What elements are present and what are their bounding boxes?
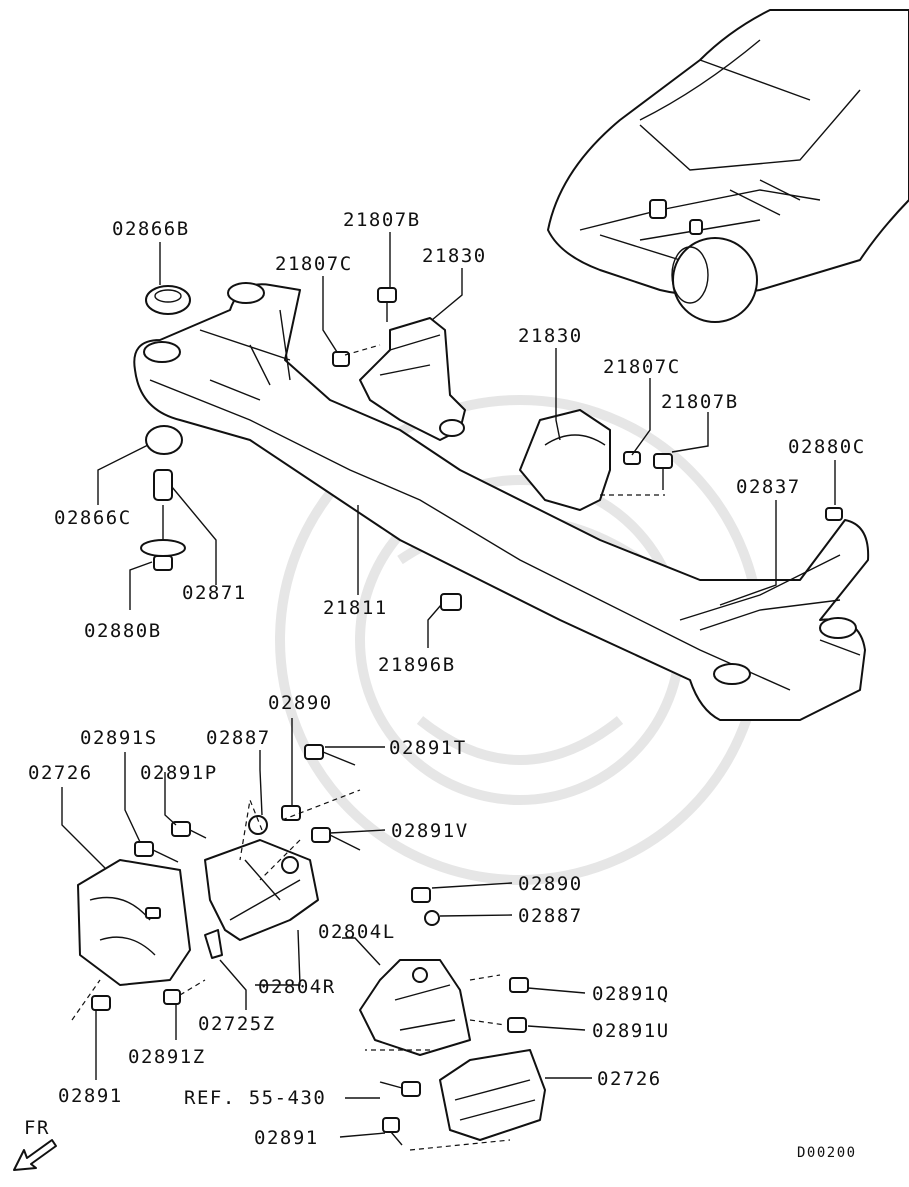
bushing-lower: [140, 425, 186, 571]
callout-02891-lower[interactable]: 02891: [254, 1127, 319, 1149]
vehicle-location-inset: [547, 9, 909, 323]
callout-02871[interactable]: 02871: [182, 582, 247, 604]
callout-02726-left[interactable]: 02726: [28, 762, 93, 784]
callout-21807B-upper[interactable]: 21807B: [343, 209, 421, 231]
callout-02891S[interactable]: 02891S: [80, 727, 158, 749]
callout-02866B[interactable]: 02866B: [112, 218, 190, 240]
callout-21830-upper[interactable]: 21830: [422, 245, 487, 267]
callout-ref-55-430[interactable]: REF. 55-430: [184, 1087, 326, 1109]
callout-02890-lower[interactable]: 02890: [518, 873, 583, 895]
bushing-upper: [145, 285, 191, 315]
bolts-lower: [91, 744, 529, 1146]
callout-21807B-right[interactable]: 21807B: [661, 391, 739, 413]
callout-02837[interactable]: 02837: [736, 476, 801, 498]
front-direction-arrow-icon: [13, 1139, 57, 1171]
callout-02891Z[interactable]: 02891Z: [128, 1046, 206, 1068]
callout-02725Z[interactable]: 02725Z: [198, 1013, 276, 1035]
callout-21807C-upper[interactable]: 21807C: [275, 253, 353, 275]
callout-02891P[interactable]: 02891P: [140, 762, 218, 784]
engine-mount-bracket-left: [359, 317, 466, 441]
insulator-right: [439, 1049, 546, 1141]
callout-02804R[interactable]: 02804R: [258, 976, 336, 998]
assembly-lines: [71, 344, 665, 1151]
engine-mount-bracket-right: [519, 409, 611, 511]
callout-21811[interactable]: 21811: [323, 597, 388, 619]
callout-21896B[interactable]: 21896B: [378, 654, 456, 676]
direction-label: FR: [24, 1117, 50, 1139]
callout-02891T[interactable]: 02891T: [389, 737, 467, 759]
leader-lines: [61, 232, 836, 1138]
insulator-left: [77, 859, 191, 986]
mount-bracket-left: [204, 839, 319, 941]
callout-02880C[interactable]: 02880C: [788, 436, 866, 458]
mount-bracket-right: [359, 959, 471, 1056]
callout-02891U[interactable]: 02891U: [592, 1020, 670, 1042]
callout-02891V[interactable]: 02891V: [391, 820, 469, 842]
callout-02726-right[interactable]: 02726: [597, 1068, 662, 1090]
callout-02891-left[interactable]: 02891: [58, 1085, 123, 1107]
callout-02880B[interactable]: 02880B: [84, 620, 162, 642]
callout-02804L[interactable]: 02804L: [318, 921, 396, 943]
callout-02866C[interactable]: 02866C: [54, 507, 132, 529]
callout-02890-upper[interactable]: 02890: [268, 692, 333, 714]
callout-21830-right[interactable]: 21830: [518, 325, 583, 347]
callout-02887-lower[interactable]: 02887: [518, 905, 583, 927]
crossmember: [133, 282, 870, 721]
callout-21807C-right[interactable]: 21807C: [603, 356, 681, 378]
bolts-upper: [332, 287, 843, 611]
diagram-code: D00200: [797, 1145, 857, 1161]
callout-02887-upper[interactable]: 02887: [206, 727, 271, 749]
callout-02891Q[interactable]: 02891Q: [592, 983, 670, 1005]
